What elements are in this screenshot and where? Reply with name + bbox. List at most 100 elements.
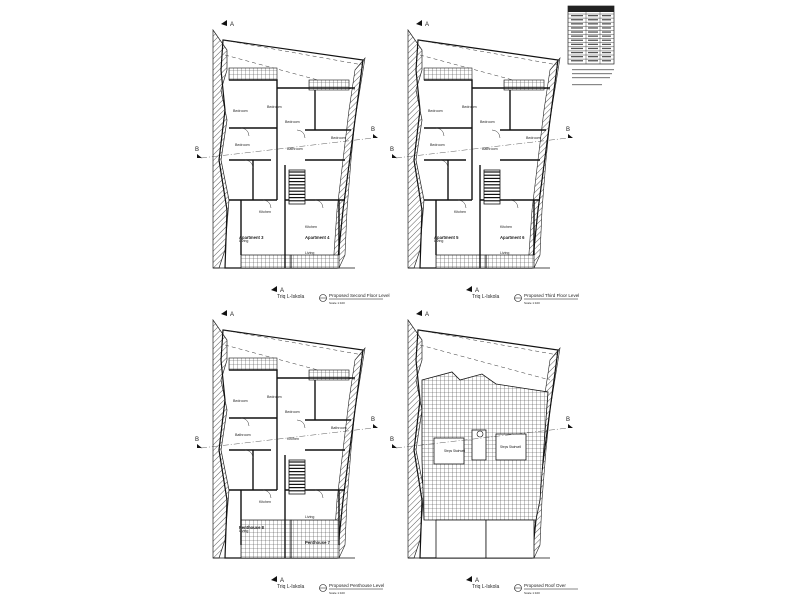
room-label: Steps Stairwell bbox=[444, 449, 465, 453]
door-swing bbox=[491, 129, 501, 139]
room-label: Kitchen bbox=[259, 210, 271, 214]
plan-scale: Scale 1:100 bbox=[524, 301, 540, 305]
plan-title: Proposed Third Floor Level bbox=[524, 293, 579, 298]
setback-line bbox=[222, 39, 364, 66]
legend-table bbox=[567, 5, 615, 65]
room-label: Bedroom bbox=[331, 136, 346, 140]
section-label-b: B bbox=[195, 147, 199, 153]
rear-terrace bbox=[308, 369, 350, 381]
room-label: Bedroom bbox=[233, 109, 248, 113]
unit-label: Penthouse 7 bbox=[305, 540, 331, 545]
room-label: Bedroom bbox=[267, 105, 282, 109]
rear-terrace bbox=[228, 67, 278, 81]
room-label: Bedroom bbox=[235, 143, 250, 147]
roof-front-area bbox=[435, 519, 487, 559]
front-terrace bbox=[485, 254, 535, 269]
room-label: Living bbox=[305, 515, 314, 519]
section-arrow bbox=[568, 424, 573, 428]
room-label: Living bbox=[239, 529, 248, 533]
section-label-a: A bbox=[230, 22, 234, 28]
section-arrow bbox=[392, 444, 397, 448]
street-name: Triq L-Iskola bbox=[277, 294, 305, 300]
plan-title: Proposed Penthouse Level bbox=[329, 583, 384, 588]
door-swing bbox=[262, 489, 272, 499]
door-swing bbox=[296, 129, 306, 139]
unit-label: Penthouse 8 bbox=[239, 525, 265, 530]
room-label: Living bbox=[500, 251, 509, 255]
interior-wall bbox=[229, 369, 278, 420]
room-label: Bedroom bbox=[526, 136, 541, 140]
room-label: Bedroom bbox=[480, 120, 495, 124]
door-swing bbox=[240, 417, 250, 427]
section-line bbox=[395, 427, 569, 449]
room-label: Kitchen bbox=[454, 210, 466, 214]
front-terrace bbox=[435, 254, 487, 269]
section-label-b: B bbox=[371, 417, 375, 423]
staircase bbox=[288, 459, 306, 495]
setback-line bbox=[417, 39, 559, 66]
door-swing bbox=[244, 159, 254, 169]
section-label-a: A bbox=[230, 312, 234, 318]
section-label-b: B bbox=[371, 127, 375, 133]
section-arrow bbox=[373, 134, 378, 138]
section-label-a: A bbox=[425, 22, 429, 28]
room-label: Bedroom bbox=[285, 120, 300, 124]
street-name: Triq L-Iskola bbox=[277, 584, 305, 590]
section-arrow bbox=[197, 154, 202, 158]
interior-wall bbox=[229, 79, 278, 130]
room-label: Living bbox=[305, 251, 314, 255]
plan-title: Proposed Roof Over bbox=[524, 583, 566, 588]
section-arrow bbox=[392, 154, 397, 158]
room-label: Bedroom bbox=[285, 410, 300, 414]
street-name: Triq L-Iskola bbox=[472, 584, 500, 590]
section-label-a: A bbox=[280, 288, 284, 294]
section-label-a: A bbox=[475, 288, 479, 294]
room-label: Kitchen bbox=[305, 225, 317, 229]
section-arrow bbox=[416, 310, 422, 316]
section-arrow bbox=[221, 310, 227, 316]
section-arrow bbox=[197, 444, 202, 448]
plan-scale: Scale 1:100 bbox=[329, 591, 345, 595]
rear-terrace bbox=[228, 357, 278, 371]
door-swing bbox=[244, 449, 254, 459]
room-label: Bedroom bbox=[462, 105, 477, 109]
section-line bbox=[200, 427, 374, 449]
room-label: Kitchen bbox=[500, 225, 512, 229]
door-swing bbox=[509, 199, 519, 209]
room-label: Bathroom bbox=[235, 433, 251, 437]
roof-shaft bbox=[471, 429, 487, 461]
section-line bbox=[395, 137, 569, 159]
roof-front-area bbox=[485, 519, 535, 559]
unit-label: Apartment 4 bbox=[305, 235, 330, 240]
floor-plans: BedroomBedroomBedroomBedroomBedroomBathr… bbox=[195, 20, 579, 595]
section-arrow bbox=[373, 424, 378, 428]
floor-plan-1: BedroomBedroomBedroomBedroomBedroomBathr… bbox=[195, 20, 390, 305]
room-label: Steps Stairwell bbox=[500, 445, 521, 449]
setback-line bbox=[417, 329, 559, 356]
interior-wall bbox=[424, 79, 473, 130]
front-terrace bbox=[290, 519, 340, 559]
section-arrow bbox=[568, 134, 573, 138]
roof-stairwell bbox=[433, 437, 465, 465]
roof-stairwell bbox=[495, 433, 527, 461]
section-label-b: B bbox=[566, 417, 570, 423]
setback-line bbox=[222, 329, 364, 356]
front-terrace bbox=[240, 254, 292, 269]
section-arrow bbox=[271, 576, 277, 582]
section-label-a: A bbox=[475, 578, 479, 584]
section-arrow bbox=[466, 286, 472, 292]
setback-line bbox=[419, 344, 551, 381]
section-arrow bbox=[271, 286, 277, 292]
rear-terrace bbox=[503, 79, 545, 91]
door-swing bbox=[240, 127, 250, 137]
section-label-b: B bbox=[195, 437, 199, 443]
door-swing bbox=[435, 127, 445, 137]
legend-rows bbox=[568, 12, 614, 64]
room-label: Bedroom bbox=[428, 109, 443, 113]
door-swing bbox=[314, 489, 324, 499]
door-swing bbox=[314, 199, 324, 209]
front-terrace bbox=[290, 254, 340, 269]
rear-terrace bbox=[308, 79, 350, 91]
